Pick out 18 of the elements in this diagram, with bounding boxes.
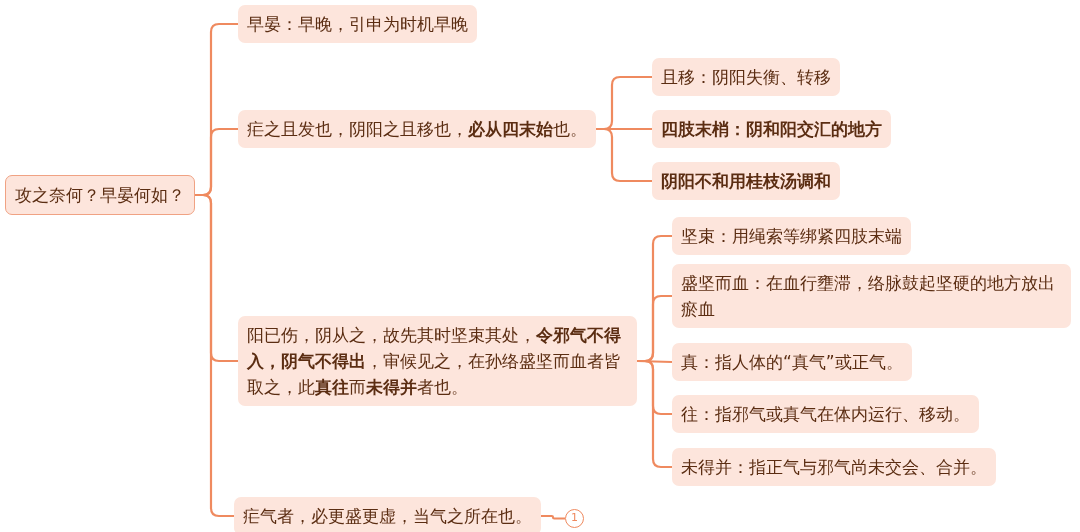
topic-box: 疟气者，必更盛更虚，当气之所在也。	[234, 497, 541, 532]
connector-line	[195, 193, 234, 518]
topic-box: 阴阳不和用桂枝汤调和	[652, 162, 840, 200]
topic-box: 疟之且发也，阴阳之且移也，必从四末始也。	[238, 110, 596, 148]
topic-box: 真：指人体的“真气”或正气。	[672, 343, 912, 381]
root-topic: 攻之奈何？早晏何如？	[5, 175, 195, 215]
connector-line	[541, 514, 565, 520]
topic-box: 四肢末梢：阴和阳交汇的地方	[652, 110, 891, 148]
topic-box: 阳已伤，阴从之，故先其时坚束其处，令邪气不得入，阴气不得出，审候见之，在孙络盛坚而血者皆取之，此真往而未得并者也。	[238, 316, 637, 406]
topic-box: 坚束：用绳索等绑紧四肢末端	[672, 217, 911, 255]
topic-box: 早晏：早晚，引申为时机早晚	[238, 5, 477, 43]
connector-line	[596, 127, 652, 183]
topic-box: 盛坚而血：在血行壅滞，络脉鼓起坚硬的地方放出瘀血	[672, 264, 1071, 328]
connector-line	[637, 359, 672, 469]
topic-box: 未得并：指正气与邪气尚未交会、合并。	[672, 448, 996, 486]
topic-box: 且移：阴阳失衡、转移	[652, 58, 840, 96]
topic-box: 往：指邪气或真气在体内运行、移动。	[672, 395, 979, 433]
collapse-badge: 1	[565, 509, 584, 528]
